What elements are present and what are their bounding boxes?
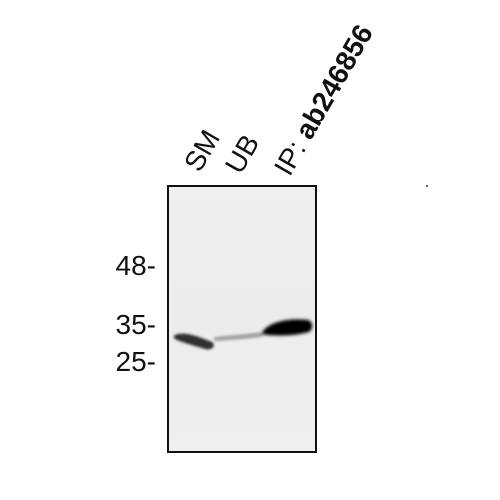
blot-membrane [167,185,317,453]
marker-35-label: 35- [115,309,156,340]
marker-48-kda: 48- [112,250,156,281]
lane-label-sm: SM [178,124,226,177]
marker-35-kda: 35- [112,309,156,340]
blot-bands [173,319,313,350]
lane-label-ip: IP: ab246856 [268,19,379,181]
lane-sm-text: SM [178,124,226,177]
marker-25-kda: 25- [112,346,156,377]
marker-25-label: 25- [115,346,156,377]
band-lane-ub [213,332,265,341]
marker-48-label: 48- [115,250,156,281]
band-lane-ip [262,319,313,336]
lane-label-ub: UB [219,129,266,179]
image-speck [426,185,428,187]
lane-ip-prefix: IP: [268,135,312,181]
lane-ub-text: UB [219,129,266,179]
antibody-label: ab246856 [289,19,379,145]
band-lane-sm [173,333,214,350]
